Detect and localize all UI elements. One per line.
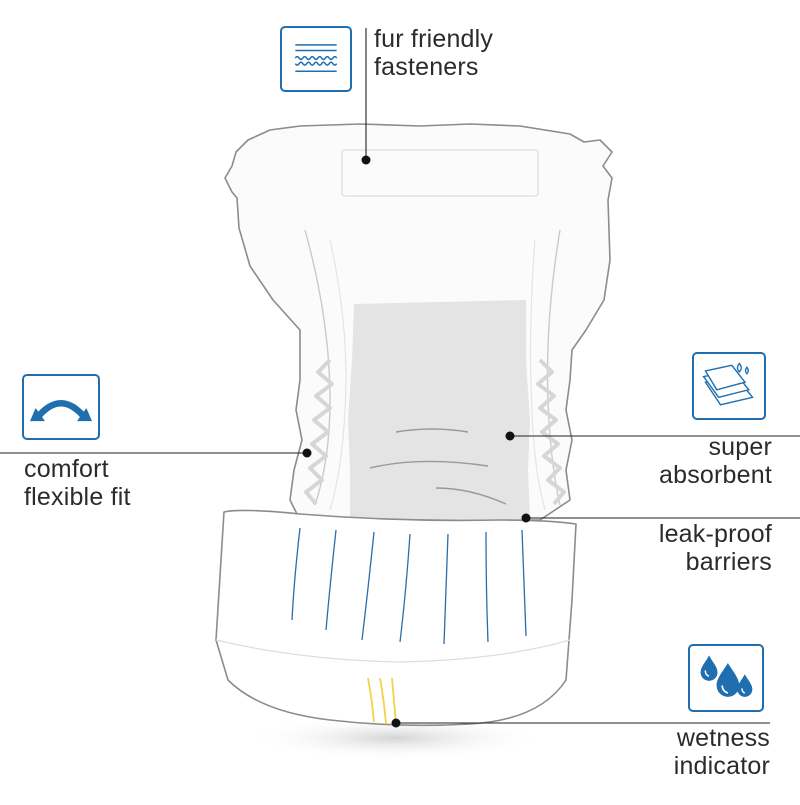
label-line: leak-proof <box>658 520 772 548</box>
label-leak-proof-barriers: leak-proof barriers <box>659 520 772 576</box>
elastic-stripe <box>485 531 489 643</box>
waist-label-patch <box>341 149 539 197</box>
absorbent-core <box>348 300 530 520</box>
label-line: flexible fit <box>24 483 131 511</box>
core-crease-3 <box>435 487 507 505</box>
dot-wetness <box>391 718 401 728</box>
flex-arrows-icon <box>22 374 100 440</box>
elastic-stripe <box>325 529 337 631</box>
label-line: absorbent <box>659 461 772 489</box>
label-fur-friendly-fasteners: fur friendly fasteners <box>374 25 493 81</box>
label-line: comfort <box>24 455 109 483</box>
elastic-stripe <box>443 533 449 645</box>
label-line: super <box>708 433 772 461</box>
label-line: barriers <box>685 548 772 576</box>
inner-side-left <box>304 229 331 506</box>
label-line: fasteners <box>374 53 479 81</box>
label-line: wetness <box>676 724 770 752</box>
water-drops-icon <box>688 644 764 712</box>
leader-dots <box>302 155 531 728</box>
label-wetness-indicator: wetness indicator <box>674 724 770 780</box>
elastic-stripe <box>521 529 527 637</box>
leg-barrier-left <box>304 358 334 506</box>
label-comfort-flexible-fit: comfort flexible fit <box>24 455 131 511</box>
core-crease-1 <box>395 428 469 433</box>
front-panel-fold <box>215 639 571 663</box>
leg-barrier-right <box>536 358 566 506</box>
fastener-strip-icon <box>280 26 352 92</box>
label-line: fur friendly <box>374 25 494 53</box>
elastic-stripe <box>291 527 301 621</box>
inner-fold-right <box>529 239 546 511</box>
indicator-line <box>379 677 387 725</box>
dot-fasteners <box>361 155 371 165</box>
elastic-stripe <box>361 531 375 641</box>
dot-absorbent <box>505 431 515 441</box>
ground-shadow <box>245 716 545 760</box>
dot-barriers <box>521 513 531 523</box>
inner-fold-left <box>329 239 347 511</box>
elastic-stripe <box>399 533 411 643</box>
leader-lines <box>0 28 800 724</box>
label-line: indicator <box>673 752 770 780</box>
elastic-stripes <box>291 527 527 645</box>
label-super-absorbent: super absorbent <box>659 433 772 489</box>
indicator-line <box>367 677 375 723</box>
core-crease-2 <box>369 460 489 469</box>
dot-comfort <box>302 448 312 458</box>
absorbent-layers-icon <box>692 352 766 420</box>
